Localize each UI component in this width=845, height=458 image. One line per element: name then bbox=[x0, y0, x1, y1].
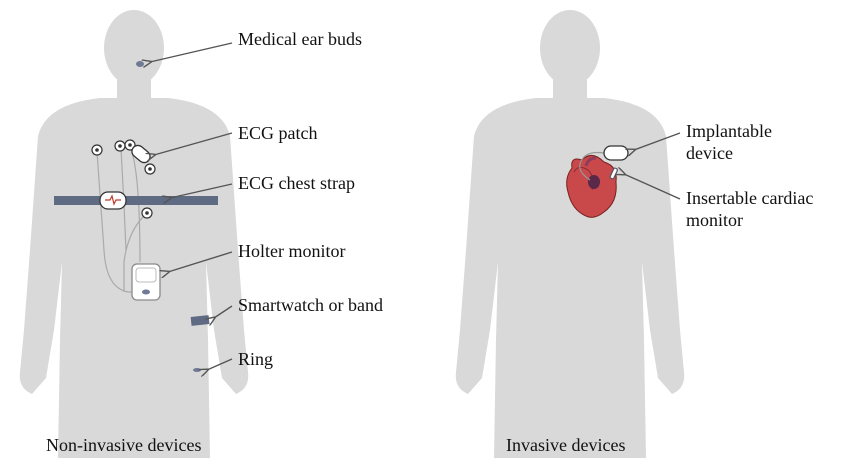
left-body-silhouette bbox=[20, 10, 249, 458]
label-insertable-monitor-line1: Insertable cardiac bbox=[686, 187, 813, 209]
chest-strap-icon bbox=[54, 196, 218, 205]
label-implantable-device-line2: device bbox=[686, 142, 733, 164]
label-ecg-chest-strap: ECG chest strap bbox=[238, 172, 355, 194]
smartwatch-icon bbox=[191, 315, 210, 326]
label-medical-ear-buds: Medical ear buds bbox=[238, 28, 362, 50]
right-body-silhouette bbox=[456, 10, 685, 458]
implantable-device-icon bbox=[604, 146, 628, 160]
caption-non-invasive: Non-invasive devices bbox=[46, 434, 201, 456]
caption-invasive: Invasive devices bbox=[506, 434, 625, 456]
label-ecg-patch: ECG patch bbox=[238, 122, 317, 144]
label-holter-monitor: Holter monitor bbox=[238, 240, 345, 262]
label-implantable-device-line1: Implantable bbox=[686, 120, 772, 142]
label-ring: Ring bbox=[238, 348, 273, 370]
ring-icon bbox=[193, 368, 201, 372]
label-insertable-monitor-line2: monitor bbox=[686, 209, 743, 231]
ear-bud-icon bbox=[136, 61, 144, 67]
label-smartwatch-or-band: Smartwatch or band bbox=[238, 294, 383, 316]
